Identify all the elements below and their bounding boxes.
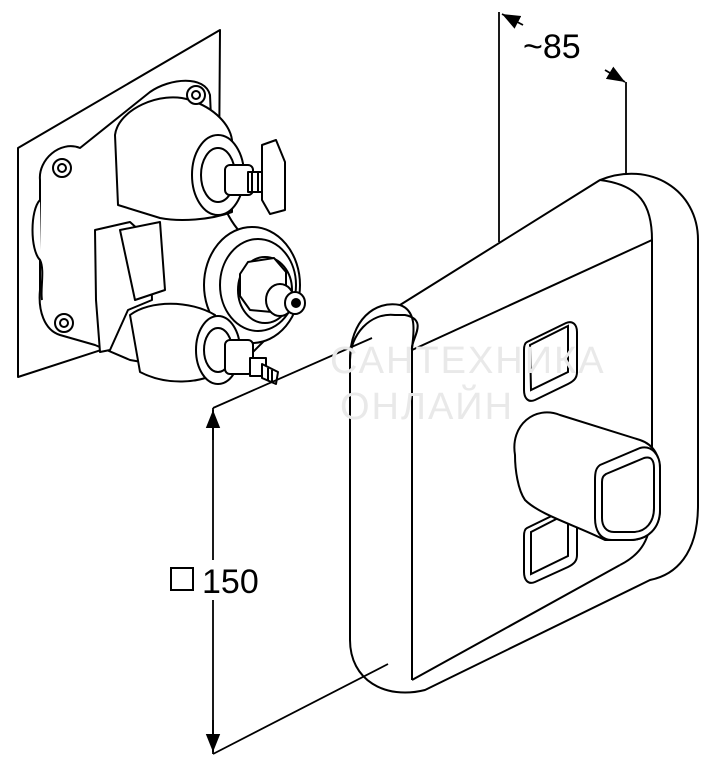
- concealed-valve-body: [31, 79, 306, 385]
- size-dimension-label: 150: [170, 565, 259, 599]
- size-dimension-value: 150: [202, 563, 259, 601]
- watermark-line-1: САНТЕХНИКА: [330, 340, 606, 382]
- depth-dimension-label: ~85: [523, 28, 581, 66]
- watermark-line-2: ОНЛАЙН: [340, 386, 515, 428]
- square-symbol-icon: [170, 567, 194, 591]
- control-knob[interactable]: [513, 411, 661, 541]
- size-dimension: [205, 337, 389, 755]
- upper-push-button[interactable]: [523, 321, 578, 402]
